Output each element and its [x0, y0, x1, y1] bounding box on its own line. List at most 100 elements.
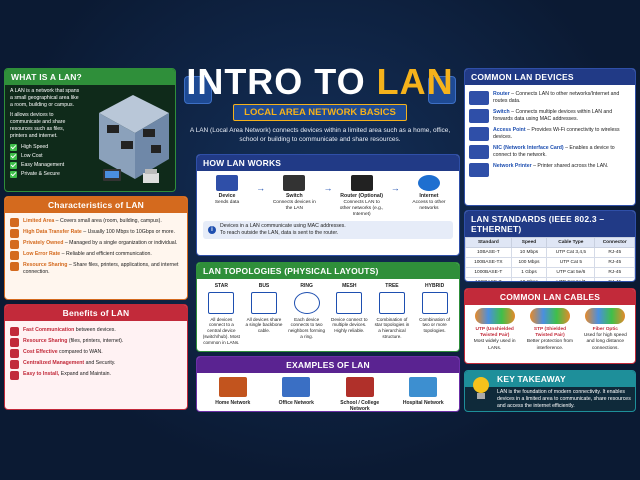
check-icon [10, 162, 17, 170]
table-header: Standard [465, 237, 512, 248]
what-item: High Speed [10, 144, 82, 152]
benefit-icon [10, 360, 19, 369]
step-icon [283, 175, 306, 191]
devices-item: NIC (Network Interface Card) – Enables a… [469, 145, 631, 160]
devices-item: Switch – Connects multiple devices withi… [469, 109, 631, 124]
cable-item: UTP (Unshielded Twisted Pair)Most widely… [470, 308, 520, 352]
what-p2: It allows devices to communicate and sha… [10, 112, 66, 140]
characteristics-item: Low Error Rate – Reliable and efficient … [10, 251, 182, 260]
devices-header: COMMON LAN DEVICES [465, 69, 635, 85]
bulb-icon [471, 377, 491, 403]
table-header: Connector [594, 237, 635, 248]
page-description: A LAN (Local Area Network) connects devi… [189, 127, 451, 143]
table-header: Speed [510, 237, 548, 248]
characteristic-icon [10, 251, 19, 260]
example-item: Hospital Network [394, 377, 452, 411]
arrow-right-icon: → [323, 183, 333, 193]
page-subtitle: LOCAL AREA NETWORK BASICS [233, 104, 407, 121]
characteristics-header: Characteristics of LAN [5, 197, 187, 213]
takeaway-header: KEY TAKEAWAY [465, 371, 635, 387]
characteristics-item: Limited Area – Covers small area (room, … [10, 218, 182, 227]
characteristics-item: Resource Sharing – Share files, printers… [10, 262, 182, 276]
benefits-panel: Benefits of LAN Fast Communication betwe… [4, 304, 188, 410]
example-item: Home Network [204, 377, 262, 411]
topology-diagram-icon [208, 291, 235, 314]
benefits-item: Easy to Install, Expand and Maintain. [10, 371, 182, 380]
info-icon: i [208, 226, 216, 235]
benefit-icon [10, 327, 19, 336]
devices-item: Access Point – Provides Wi-Fi connectivi… [469, 127, 631, 142]
what-is-lan-header: WHAT IS A LAN? [5, 69, 175, 85]
takeaway-panel: KEY TAKEAWAY LAN is the foundation of mo… [464, 370, 636, 412]
benefit-icon [10, 349, 19, 358]
cable-item: STP (Shielded Twisted Pair)Better protec… [525, 308, 575, 352]
benefit-icon [10, 371, 19, 380]
arrow-right-icon: → [256, 183, 266, 193]
what-item: Private & Secure [10, 171, 82, 179]
what-item: Easy Management [10, 162, 82, 170]
building-icon [345, 377, 374, 397]
what-p1: A LAN is a network that spans a small ge… [10, 88, 80, 109]
how-header: HOW LAN WORKS [197, 155, 459, 171]
cables-header: COMMON LAN CABLES [465, 289, 635, 305]
devices-item: Network Printer – Printer shared across … [469, 163, 631, 178]
building-icon [282, 377, 311, 397]
how-step: Router (Optional)Connects LAN to other n… [338, 175, 386, 218]
check-icon [10, 171, 17, 179]
benefits-header: Benefits of LAN [5, 305, 187, 321]
office-illustration [99, 95, 169, 183]
check-icon [10, 144, 17, 152]
benefits-item: Centralized Management and Security. [10, 360, 182, 369]
benefits-item: Resource Sharing (files, printers, inter… [10, 338, 182, 347]
arrow-right-icon: → [390, 183, 400, 193]
step-icon [350, 175, 373, 191]
topology-diagram-icon [250, 291, 277, 314]
cable-icon [529, 308, 570, 324]
characteristics-item: High Data Transfer Rate – Usually 100 Mb… [10, 229, 182, 238]
devices-panel: COMMON LAN DEVICES Router – Connects LAN… [464, 68, 636, 206]
device-icon [469, 145, 489, 160]
step-icon [216, 175, 238, 191]
device-icon [469, 127, 489, 142]
home-icon [428, 76, 456, 104]
cable-icon [474, 308, 515, 324]
benefits-item: Cost Effective compared to WAN. [10, 349, 182, 358]
device-icon [469, 91, 489, 105]
example-item: School / College Network [331, 377, 389, 411]
example-item: Office Network [267, 377, 325, 411]
topologies-header: LAN TOPOLOGIES (PHYSICAL LAYOUTS) [197, 263, 459, 279]
topology-diagram-icon [421, 291, 448, 314]
device-icon [469, 109, 489, 124]
devices-item: Router – Connects LAN to other networks/… [469, 91, 631, 105]
building-icon [184, 76, 212, 104]
page-title: INTRO TO LAN [186, 61, 454, 102]
examples-header: EXAMPLES OF LAN [197, 357, 459, 373]
table-header: Cable Type [546, 237, 596, 248]
benefits-item: Fast Communication between devices. [10, 327, 182, 336]
building-icon [409, 377, 438, 397]
takeaway-text: LAN is the foundation of modern connecti… [497, 389, 631, 410]
what-item: Low Cost [10, 153, 82, 161]
characteristics-panel: Characteristics of LAN Limited Area – Co… [4, 196, 188, 300]
title-block: INTRO TO LAN LOCAL AREA NETWORK BASICS A… [182, 64, 458, 145]
what-is-lan-panel: WHAT IS A LAN? A LAN is a network that s… [4, 68, 176, 192]
how-note: i Devices in a LAN communicate using MAC… [203, 221, 453, 240]
characteristics-item: Privately Owned – Managed by a single or… [10, 240, 182, 249]
topology-diagram-icon [336, 291, 363, 314]
